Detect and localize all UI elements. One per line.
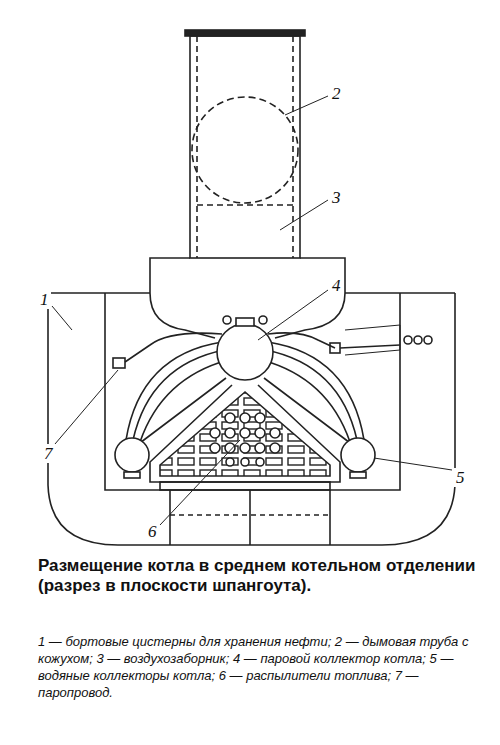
callout-number: 4 [330, 276, 343, 295]
callout-number: 6 [146, 522, 159, 541]
furnace [160, 392, 330, 490]
key-entry: 3 — воздухозаборник; [96, 651, 233, 666]
funnel [185, 30, 305, 258]
key-entry: 6 — распылители топлива; [219, 668, 395, 683]
caption: Размещение котла в среднем котельном отд… [38, 556, 478, 597]
boiler-casing [120, 293, 370, 482]
hull [48, 293, 455, 545]
leader-lines [52, 96, 452, 525]
callout-number: 2 [330, 84, 343, 103]
casing [150, 258, 345, 293]
callout-number: 3 [330, 188, 343, 207]
drums [115, 318, 375, 478]
key-entry: 4 — паровой коллектор котла; [233, 651, 430, 666]
callout-number: 7 [42, 444, 55, 463]
steam-pipe [113, 316, 432, 368]
key-entry: 1 — бортовые цистерны для хранения нефти… [38, 634, 335, 649]
callout-number: 5 [454, 468, 467, 487]
key-paragraph: 1 — бортовые цистерны для хранения нефти… [38, 634, 478, 702]
callout-number: 1 [38, 290, 51, 309]
